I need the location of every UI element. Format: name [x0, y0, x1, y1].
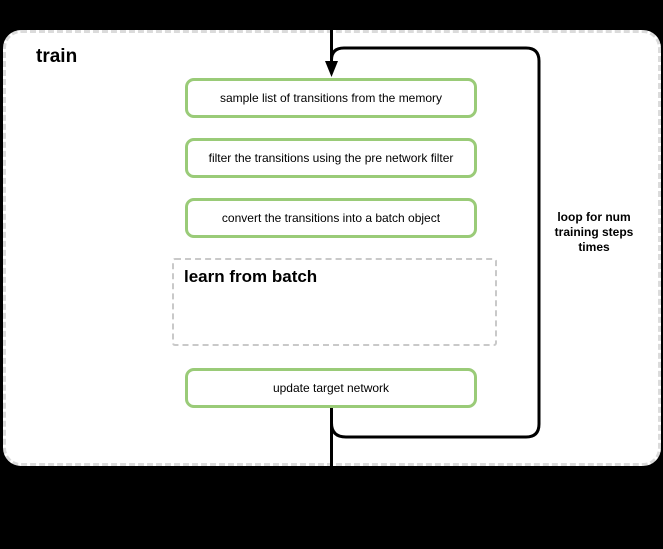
- step-filter-transitions: filter the transitions using the pre net…: [185, 138, 477, 178]
- subprocess-label: learn from batch: [184, 267, 318, 286]
- step-update-target-network: update target network: [185, 368, 477, 408]
- container-title: train: [36, 46, 78, 67]
- step-convert-to-batch: convert the transitions into a batch obj…: [185, 198, 477, 238]
- step-label: update target network: [272, 381, 390, 395]
- step-sample-transitions: sample list of transitions from the memo…: [185, 78, 477, 118]
- subprocess-learn-from-batch: learn from batch: [172, 258, 497, 346]
- step-label: sample list of transitions from the memo…: [219, 91, 443, 105]
- step-label: convert the transitions into a batch obj…: [221, 211, 441, 225]
- step-label: filter the transitions using the pre net…: [208, 151, 454, 165]
- loop-annotation: loop for num training steps times: [554, 210, 634, 254]
